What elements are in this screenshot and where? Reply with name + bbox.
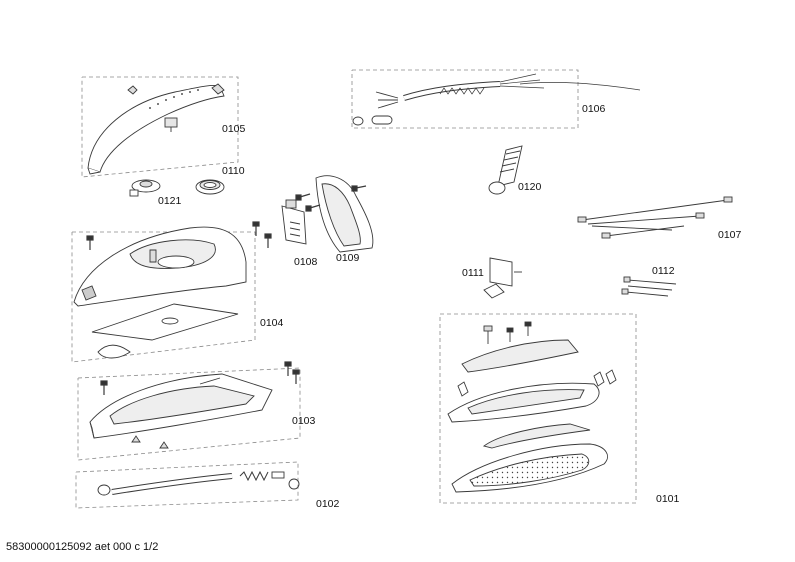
power-cord-part xyxy=(352,73,641,126)
label-0102: 0102 xyxy=(316,498,340,510)
screws-0108 xyxy=(295,185,367,212)
knob-part-0121 xyxy=(129,179,161,197)
label-0111: 0111 xyxy=(462,267,484,279)
upper-housing-part xyxy=(73,226,247,307)
label-0108: 0108 xyxy=(294,256,318,268)
group-box-0101 xyxy=(439,313,637,504)
dial-part-0110 xyxy=(195,179,225,195)
screws-0104 xyxy=(86,221,272,250)
hose-assembly-part xyxy=(97,470,300,496)
label-0105: 0105 xyxy=(222,123,246,135)
label-0107: 0107 xyxy=(718,229,742,241)
bracket-part-0108 xyxy=(281,199,307,245)
group-box-0103 xyxy=(77,367,301,461)
cord-bushing-part xyxy=(488,145,523,195)
label-0101: 0101 xyxy=(656,493,680,505)
rear-cover-part-0109 xyxy=(315,175,374,253)
label-0103: 0103 xyxy=(292,415,316,427)
screws-0103 xyxy=(100,361,300,395)
label-0120: 0120 xyxy=(518,181,542,193)
group-box-0102 xyxy=(75,461,299,509)
group-box-0105 xyxy=(81,76,239,178)
label-0106: 0106 xyxy=(582,103,606,115)
soleplate-cover-part xyxy=(91,303,239,359)
label-0104: 0104 xyxy=(260,317,284,329)
handle-top-part xyxy=(87,83,225,175)
thermostat-part xyxy=(483,257,522,299)
small-wires-part xyxy=(621,276,677,297)
label-0109: 0109 xyxy=(336,252,360,264)
label-0110: 0110 xyxy=(222,165,245,177)
base-housing-part xyxy=(89,373,273,449)
wire-harness-part xyxy=(577,196,733,239)
group-box-0106 xyxy=(351,69,579,129)
label-0112: 0112 xyxy=(652,265,675,277)
label-0121: 0121 xyxy=(158,195,182,207)
soleplate-assembly-part xyxy=(447,321,617,493)
document-id-footer: 58300000125092 aet 000 c 1/2 xyxy=(6,541,159,553)
